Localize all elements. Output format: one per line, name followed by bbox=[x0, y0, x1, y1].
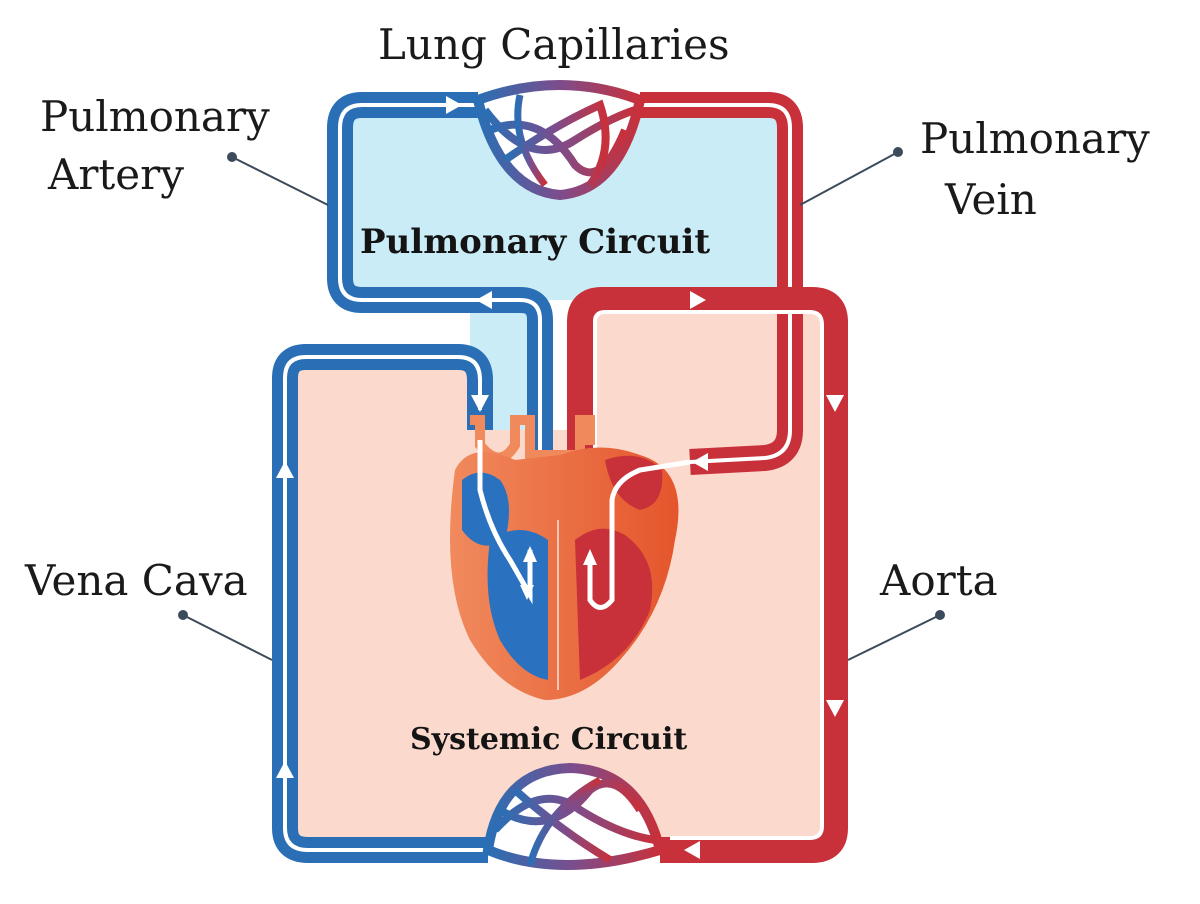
arrow-pv-right bbox=[690, 291, 706, 309]
left-ventricle bbox=[575, 528, 653, 680]
systemic-circuit-label: Systemic Circuit bbox=[410, 722, 688, 757]
arrow-aorta-bottom bbox=[684, 841, 700, 859]
arrow-aorta-down2 bbox=[826, 700, 844, 717]
heart-flow-left bbox=[587, 459, 691, 610]
pointer-lines bbox=[178, 147, 945, 661]
arrow-vc-top-down bbox=[471, 395, 489, 412]
pointer-pulmonary-artery bbox=[231, 156, 329, 206]
pointer-dot-aorta bbox=[935, 610, 945, 620]
flow-arrows bbox=[276, 96, 844, 859]
heart bbox=[450, 415, 691, 700]
arrow-pa-bend bbox=[476, 291, 492, 309]
pointer-aorta bbox=[847, 614, 941, 661]
pointer-dot-pulmonary-artery bbox=[227, 152, 237, 162]
pulmonary-artery-label-line2: Artery bbox=[48, 150, 184, 199]
pulmonary-artery-label-line1: Pulmonary bbox=[40, 92, 270, 141]
aorta-vessel bbox=[567, 287, 848, 863]
aorta-label: Aorta bbox=[880, 556, 998, 605]
body-capillary-bed bbox=[482, 762, 667, 870]
right-ventricle bbox=[487, 530, 548, 680]
pointer-pulmonary-vein bbox=[799, 151, 899, 206]
pulmonary-vein-label-line1: Pulmonary bbox=[920, 114, 1150, 163]
pulmonary-vein-flow bbox=[640, 103, 792, 464]
pulmonary-vein-label-line2: Vein bbox=[945, 175, 1037, 224]
arrow-pa-top bbox=[446, 96, 462, 114]
vena-cava-label: Vena Cava bbox=[25, 556, 248, 605]
heart-arrow-right-down bbox=[520, 585, 534, 600]
lung-capillaries-label: Lung Capillaries bbox=[378, 20, 730, 69]
pointer-vena-cava bbox=[182, 614, 273, 661]
arrow-pv-into-heart bbox=[692, 453, 708, 471]
heart-arrow-left bbox=[583, 549, 597, 565]
aorta-flow bbox=[593, 310, 824, 840]
arrow-aorta-down1 bbox=[826, 395, 844, 412]
vena-cava-flow bbox=[283, 355, 488, 852]
heart-arrow-right bbox=[523, 546, 537, 562]
pulmonary-circuit-label: Pulmonary Circuit bbox=[360, 222, 711, 262]
pointer-dot-pulmonary-vein bbox=[893, 147, 903, 157]
pointer-dot-vena-cava bbox=[178, 610, 188, 620]
arrow-vc-up2 bbox=[276, 761, 294, 778]
pulmonary-artery-flow bbox=[338, 103, 542, 470]
arrow-vc-up1 bbox=[276, 461, 294, 478]
lung-capillary-bed bbox=[472, 80, 646, 201]
heart-flow-right bbox=[477, 440, 533, 605]
